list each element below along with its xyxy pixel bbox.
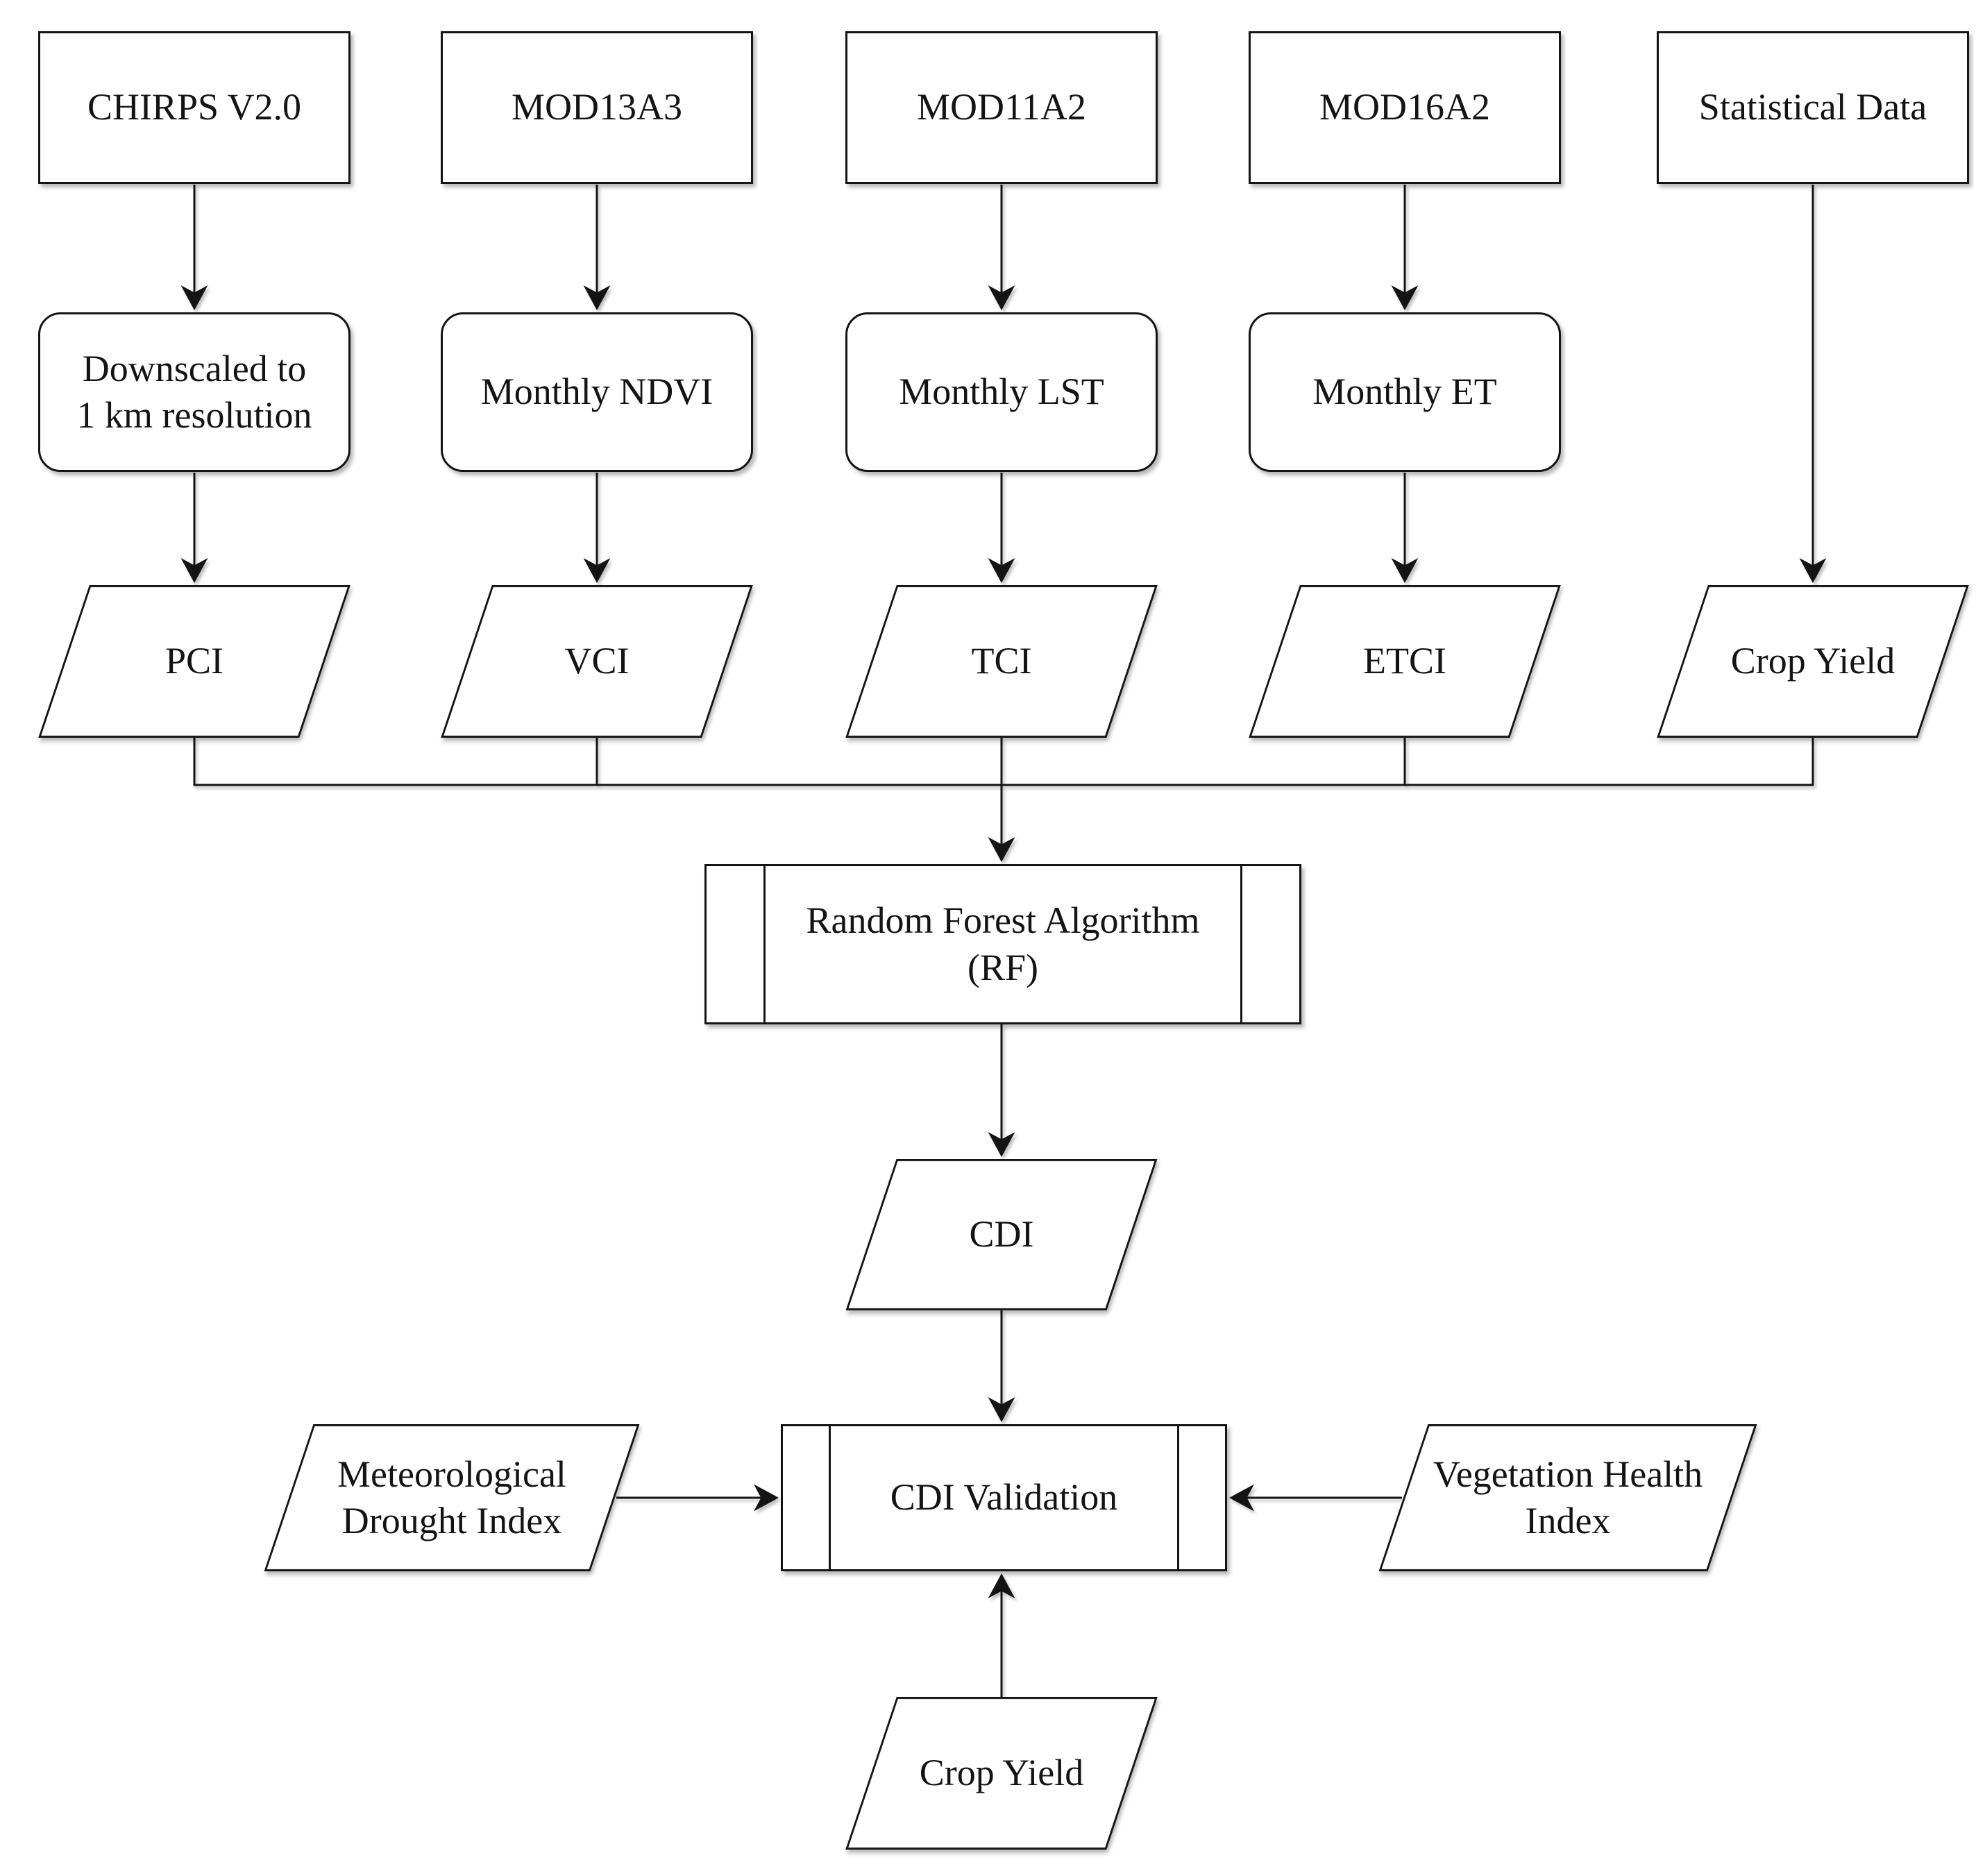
node-mod11a2: MOD11A2	[845, 31, 1158, 184]
parallelogram-shape	[845, 1159, 1158, 1310]
parallelogram-shape	[1378, 1424, 1757, 1571]
parallelogram-shape	[845, 1697, 1158, 1850]
node-etci: ETCI	[1249, 585, 1561, 738]
inner-bar-right	[1240, 866, 1242, 1022]
edge-collector-line	[193, 738, 1814, 786]
parallelogram-shape	[845, 585, 1158, 738]
node-tci: TCI	[845, 585, 1158, 738]
node-cdi: CDI	[845, 1159, 1158, 1310]
inner-bar-left	[763, 866, 766, 1022]
rounded-rectangle-shape	[38, 312, 350, 472]
node-vci: VCI	[441, 585, 753, 738]
predefined-process-shape	[781, 1424, 1227, 1571]
rectangle-shape	[1249, 31, 1561, 184]
node-cdi-validation: CDI Validation	[781, 1424, 1227, 1571]
rectangle-shape	[1657, 31, 1969, 184]
node-monthly-et: Monthly ET	[1249, 312, 1561, 472]
rectangle-shape	[845, 31, 1158, 184]
node-meteorological-drought-index: Meteorological Drought Index	[264, 1424, 640, 1571]
rectangle-shape	[441, 31, 753, 184]
node-statistical-data: Statistical Data	[1657, 31, 1969, 184]
node-chirps: CHIRPS V2.0	[38, 31, 350, 184]
node-downscaled: Downscaled to 1 km resolution	[38, 312, 350, 472]
parallelogram-shape	[264, 1424, 640, 1571]
parallelogram-shape	[1657, 585, 1969, 738]
node-monthly-lst: Monthly LST	[845, 312, 1158, 472]
predefined-process-shape	[704, 864, 1301, 1024]
parallelogram-shape	[1249, 585, 1561, 738]
node-crop-yield-bottom: Crop Yield	[845, 1697, 1158, 1850]
node-mod16a2: MOD16A2	[1249, 31, 1561, 184]
rounded-rectangle-shape	[1249, 312, 1561, 472]
node-mod13a3: MOD13A3	[441, 31, 753, 184]
node-monthly-ndvi: Monthly NDVI	[441, 312, 753, 472]
rounded-rectangle-shape	[845, 312, 1158, 472]
inner-bar-right	[1177, 1426, 1179, 1569]
inner-bar-left	[829, 1426, 831, 1569]
node-crop-yield-top: Crop Yield	[1657, 585, 1969, 738]
node-vegetation-health-index: Vegetation Health Index	[1378, 1424, 1757, 1571]
parallelogram-shape	[38, 585, 350, 738]
node-pci: PCI	[38, 585, 350, 738]
parallelogram-shape	[441, 585, 753, 738]
rectangle-shape	[38, 31, 350, 184]
rounded-rectangle-shape	[441, 312, 753, 472]
node-random-forest: Random Forest Algorithm (RF)	[704, 864, 1301, 1024]
